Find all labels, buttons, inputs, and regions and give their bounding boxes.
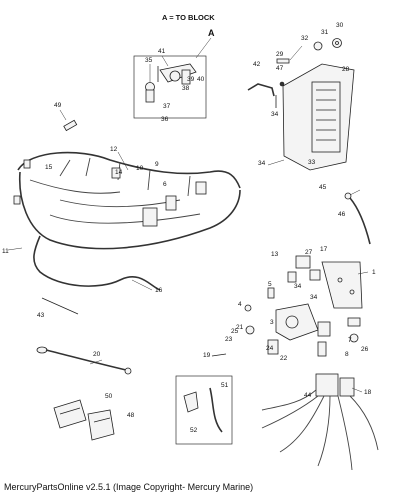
callout-1: 1	[372, 269, 376, 276]
callout-18: 18	[364, 389, 372, 396]
detail-box-51-52	[175, 375, 233, 445]
callout-42: 42	[253, 61, 261, 68]
copyright-footer: MercuryPartsOnline v2.5.1 (Image Copyrig…	[4, 482, 254, 492]
callout-32: 32	[301, 35, 309, 42]
callout-44: 44	[304, 392, 312, 399]
callout-48: 48	[127, 412, 135, 419]
callout-27: 27	[305, 249, 313, 256]
hardware-29-32	[276, 38, 342, 64]
callout-8: 8	[345, 351, 349, 358]
callout-51: 51	[221, 382, 229, 389]
callout-31: 31	[321, 29, 329, 36]
engine-harness	[13, 151, 241, 291]
legend-text: A = TO BLOCK	[162, 13, 215, 22]
lower-components	[211, 287, 361, 357]
callout-23: 23	[225, 336, 233, 343]
callout-49: 49	[54, 102, 62, 109]
callout-39: 39	[187, 76, 195, 83]
callout-24: 24	[266, 345, 274, 352]
callout-21: 21	[236, 324, 244, 331]
callout-20: 20	[93, 351, 101, 358]
callout-11: 11	[2, 248, 9, 255]
ecm-module	[282, 63, 355, 171]
tie-strap-43	[41, 297, 79, 315]
callout-7: 7	[348, 337, 352, 344]
callout-labels: 1 3 4 5 6 7 8 9 10 11 12 13 14 15 16 17 …	[2, 22, 376, 434]
callout-30: 30	[336, 22, 344, 29]
callout-33: 33	[308, 159, 316, 166]
callout-35: 35	[145, 57, 153, 64]
callout-41: 41	[158, 48, 166, 55]
callout-29: 29	[276, 51, 284, 58]
callout-15: 15	[45, 164, 53, 171]
callout-37: 37	[163, 103, 171, 110]
callout-5: 5	[268, 281, 272, 288]
bracket-assembly	[133, 55, 207, 119]
bracket-42	[247, 81, 285, 108]
callout-52: 52	[190, 427, 198, 434]
callout-34-mid: 34	[258, 160, 266, 167]
callout-34-right: 34	[310, 294, 318, 301]
callout-14: 14	[115, 169, 123, 176]
callout-10: 10	[136, 165, 144, 172]
callout-34-top: 34	[271, 111, 279, 118]
harness-18	[261, 373, 379, 471]
callout-3: 3	[270, 319, 274, 326]
callout-4: 4	[238, 301, 242, 308]
callout-19: 19	[203, 352, 211, 359]
callout-22: 22	[280, 355, 288, 362]
relay-bracket	[287, 255, 363, 309]
cable-46	[344, 192, 371, 245]
callout-26: 26	[361, 346, 369, 353]
bolt-49	[63, 119, 78, 132]
callout-6: 6	[163, 181, 167, 188]
callout-40: 40	[197, 76, 205, 83]
callout-17: 17	[320, 246, 328, 253]
callout-50: 50	[105, 393, 113, 400]
callout-46: 46	[338, 211, 346, 218]
callout-16: 16	[155, 287, 163, 294]
callout-25: 25	[231, 328, 239, 335]
callout-9: 9	[155, 161, 159, 168]
callout-45: 45	[319, 184, 327, 191]
callout-28: 28	[342, 66, 350, 73]
callout-12: 12	[110, 146, 118, 153]
callout-36: 36	[161, 116, 169, 123]
ground-cable-20	[36, 346, 132, 375]
callout-13: 13	[271, 251, 279, 258]
detail-letter: A	[208, 28, 215, 38]
callout-43: 43	[37, 312, 45, 319]
connectors-48-50	[53, 399, 115, 441]
callout-34-lower: 34	[294, 283, 302, 290]
callout-47: 47	[276, 65, 284, 72]
leader-lines	[7, 45, 369, 393]
callout-38: 38	[182, 85, 190, 92]
